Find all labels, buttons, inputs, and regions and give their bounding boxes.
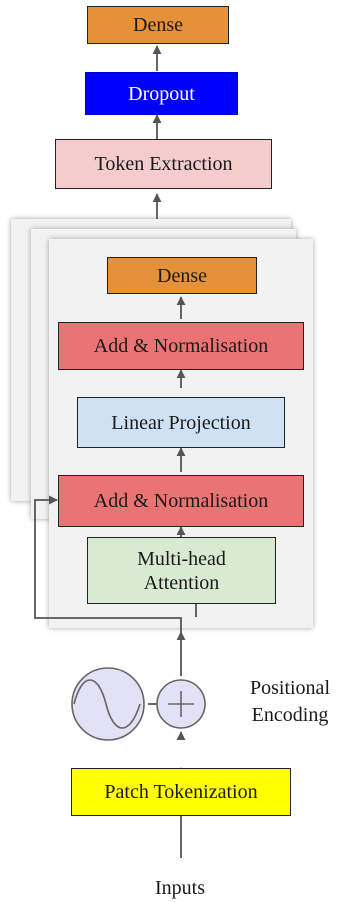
multi-head-attention-block-label: Multi-head Attention <box>137 547 226 594</box>
dropout-block-label: Dropout <box>128 82 195 105</box>
inputs-label: Inputs <box>155 877 205 899</box>
dense-block-output-label: Dense <box>133 14 183 36</box>
sine-wave-path <box>73 679 141 729</box>
dropout-block: Dropout <box>85 72 238 115</box>
multi-head-attention-block: Multi-head Attention <box>87 537 276 604</box>
add-norm-block-lower-label: Add & Normalisation <box>93 490 269 512</box>
token-extraction-block: Token Extraction <box>55 139 272 189</box>
dense-block-encoder-label: Dense <box>157 264 207 287</box>
add-norm-block-lower: Add & Normalisation <box>58 475 304 527</box>
linear-projection-block: Linear Projection <box>77 397 285 448</box>
linear-projection-block-label: Linear Projection <box>111 411 251 434</box>
dense-block-output: Dense <box>87 6 229 44</box>
token-extraction-block-label: Token Extraction <box>94 153 233 175</box>
residual-connection-attention <box>34 495 182 632</box>
sine-wave-icon <box>71 667 145 741</box>
patch-tokenization-block: Patch Tokenization <box>71 768 291 816</box>
add-norm-block-upper: Add & Normalisation <box>58 322 304 370</box>
positional-encoding-label: Positional Encoding <box>249 677 330 726</box>
add-norm-block-upper-label: Add & Normalisation <box>93 335 269 357</box>
dense-block-encoder: Dense <box>107 257 257 294</box>
patch-tokenization-block-label: Patch Tokenization <box>104 781 258 803</box>
